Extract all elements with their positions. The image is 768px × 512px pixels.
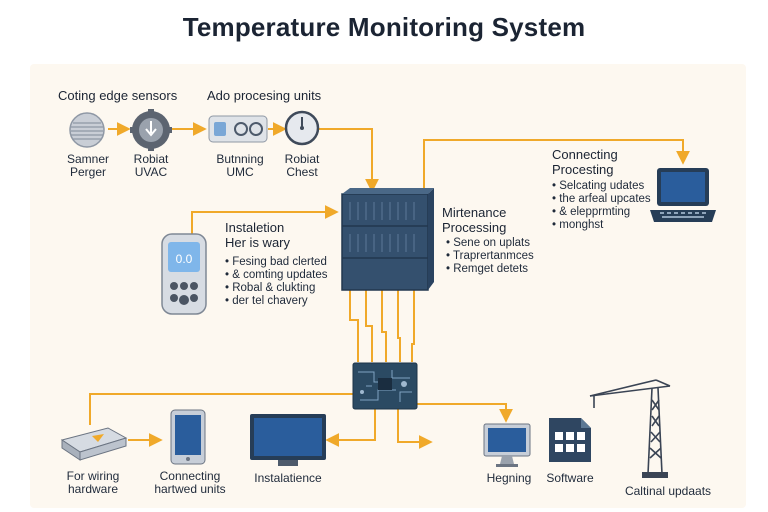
maintenance-bullets: Sene on uplats Traprertanmces Remget det… xyxy=(446,237,534,276)
tablet-icon xyxy=(170,409,206,465)
bottom-label-crane: Caltinal updaats xyxy=(624,484,712,498)
gear-icon xyxy=(130,109,172,151)
crane-icon xyxy=(589,379,671,478)
device-reading: 0.0 xyxy=(176,252,193,266)
bottom-label-desktop: Hegning xyxy=(486,471,532,485)
circuit-board-icon xyxy=(352,362,418,410)
laptop-icon xyxy=(650,168,716,222)
heading-sensors: Coting edge sensors xyxy=(58,88,178,103)
hardware-unit-icon xyxy=(60,427,128,461)
heading-processing-units: Ado procesing units xyxy=(207,88,322,103)
desktop-icon xyxy=(483,423,531,467)
wire-board-to-desktop xyxy=(414,403,513,423)
bottom-label-software: Software xyxy=(546,471,594,485)
wire-bundle-3 xyxy=(381,290,387,362)
wire-bundle-1 xyxy=(349,290,359,362)
wire-board-to-monitor xyxy=(325,408,376,447)
server-rack-icon xyxy=(341,188,434,291)
wire-board-to-install xyxy=(397,408,433,449)
wire-bundle-2 xyxy=(365,290,373,362)
wire-server-to-connecting xyxy=(423,139,690,195)
wire-bundle-5 xyxy=(411,290,415,362)
wire-bundle-4 xyxy=(397,290,401,362)
installation-bullets: Fesing bad clerted & comting updates Rob… xyxy=(225,256,327,308)
sensor-disc-icon xyxy=(69,112,105,148)
bottom-label-monitor: Instalatience xyxy=(254,471,322,485)
page-title: Temperature Monitoring System xyxy=(182,12,586,42)
app-grid-icon xyxy=(549,418,591,462)
handheld-device-icon: 0.0 xyxy=(161,233,207,315)
control-unit-icon xyxy=(208,115,268,143)
wire-chest-to-server xyxy=(318,128,379,193)
gauge-icon xyxy=(284,110,320,146)
monitor-icon xyxy=(250,414,326,466)
connecting-bullets: Selcating udates the arfeal upcates & el… xyxy=(552,180,650,232)
